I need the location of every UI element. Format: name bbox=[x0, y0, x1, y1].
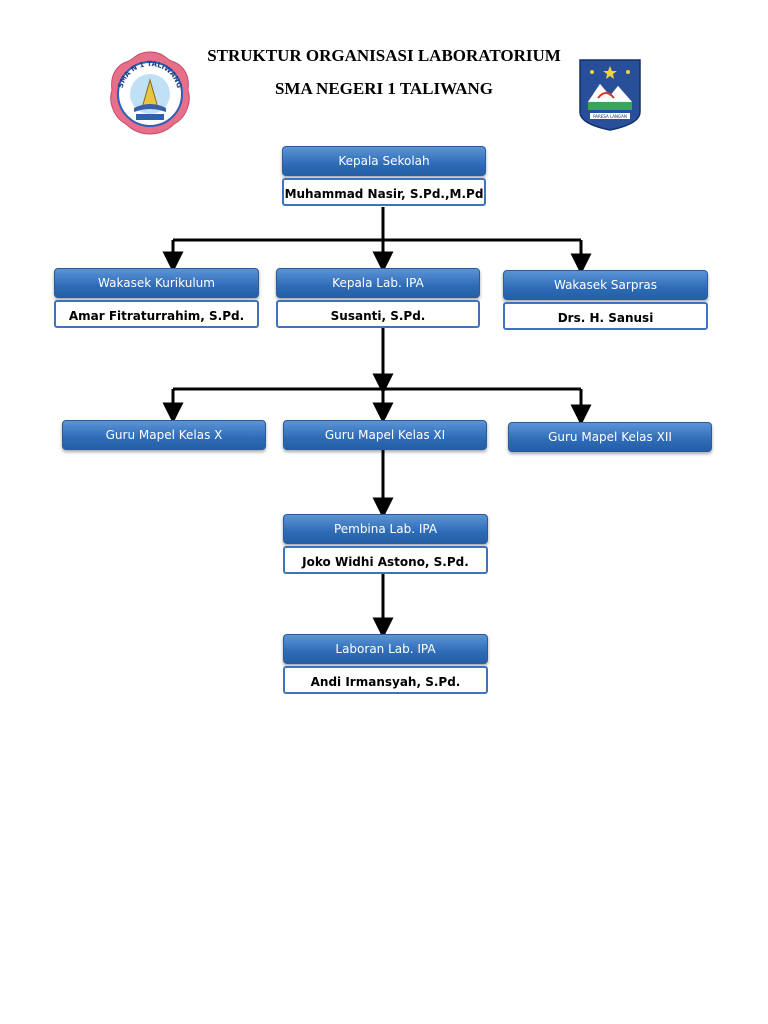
node-kepala-sekolah: Kepala Sekolah Muhammad Nasir, S.Pd.,M.P… bbox=[282, 146, 486, 206]
node-name: Amar Fitraturrahim, S.Pd. bbox=[54, 300, 259, 328]
node-name: Susanti, S.Pd. bbox=[276, 300, 480, 328]
node-title: Pembina Lab. IPA bbox=[283, 514, 488, 544]
node-name: Joko Widhi Astono, S.Pd. bbox=[283, 546, 488, 574]
node-guru-mapel-xi: Guru Mapel Kelas XI bbox=[283, 420, 487, 450]
node-title: Wakasek Sarpras bbox=[503, 270, 708, 300]
right-logo-motto: PARESA LANGAN bbox=[593, 114, 627, 119]
node-pembina-lab-ipa: Pembina Lab. IPA Joko Widhi Astono, S.Pd… bbox=[283, 514, 488, 574]
node-title: Guru Mapel Kelas XI bbox=[283, 420, 487, 450]
chart-title-line2: SMA NEGERI 1 TALIWANG bbox=[274, 79, 494, 98]
node-title: Laboran Lab. IPA bbox=[283, 634, 488, 664]
node-kepala-lab-ipa: Kepala Lab. IPA Susanti, S.Pd. bbox=[276, 268, 480, 328]
node-guru-mapel-xii: Guru Mapel Kelas XII bbox=[508, 422, 712, 452]
node-name: Andi Irmansyah, S.Pd. bbox=[283, 666, 488, 694]
node-title: Kepala Lab. IPA bbox=[276, 268, 480, 298]
node-guru-mapel-x: Guru Mapel Kelas X bbox=[62, 420, 266, 450]
node-wakasek-sarpras: Wakasek Sarpras Drs. H. Sanusi bbox=[503, 270, 708, 330]
node-title: Guru Mapel Kelas X bbox=[62, 420, 266, 450]
node-title: Wakasek Kurikulum bbox=[54, 268, 259, 298]
node-title: Guru Mapel Kelas XII bbox=[508, 422, 712, 452]
node-name: Drs. H. Sanusi bbox=[503, 302, 708, 330]
node-laboran-lab-ipa: Laboran Lab. IPA Andi Irmansyah, S.Pd. bbox=[283, 634, 488, 694]
node-title: Kepala Sekolah bbox=[282, 146, 486, 176]
node-name: Muhammad Nasir, S.Pd.,M.Pd bbox=[282, 178, 486, 206]
chart-title-line1: STRUKTUR ORGANISASI LABORATORIUM bbox=[207, 46, 561, 65]
node-wakasek-kurikulum: Wakasek Kurikulum Amar Fitraturrahim, S.… bbox=[54, 268, 259, 328]
regency-shield-icon: PARESA LANGAN bbox=[579, 59, 641, 131]
school-crest-icon: SMA N 1 TALIWANG bbox=[110, 51, 190, 135]
